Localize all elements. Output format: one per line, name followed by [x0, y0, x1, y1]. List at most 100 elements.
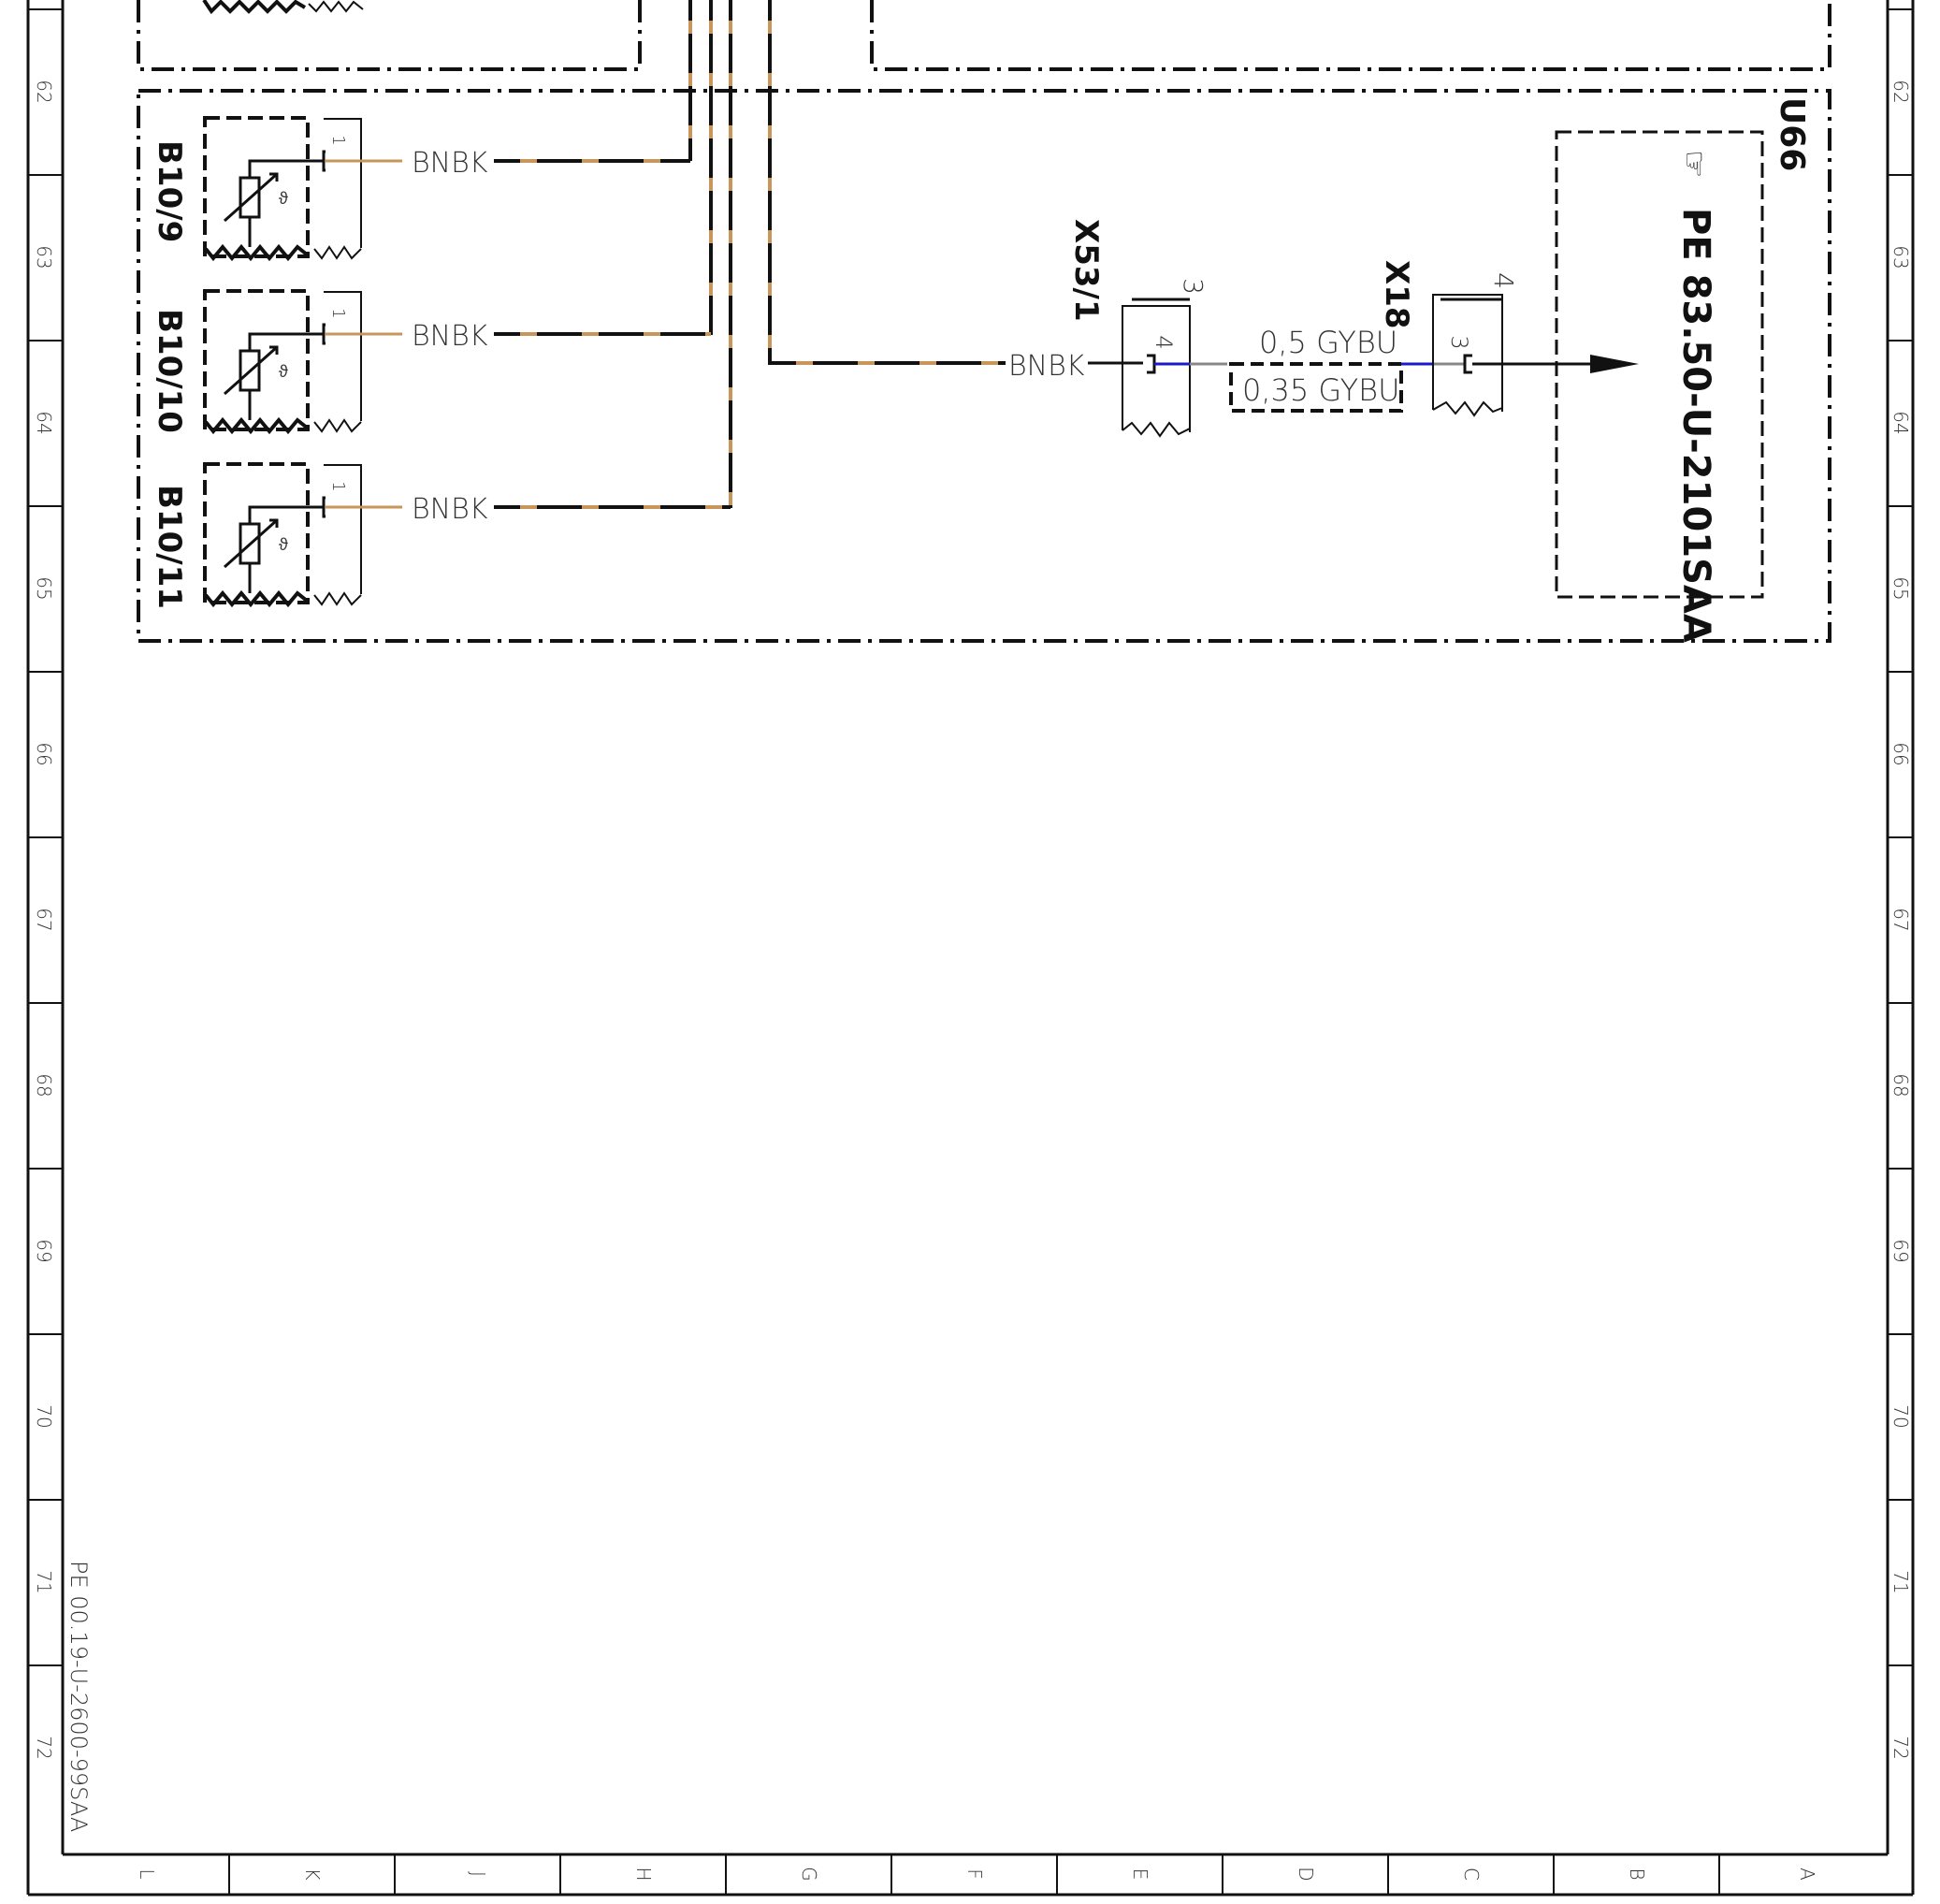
upper-zigzag — [202, 0, 364, 15]
connector-pin-top: 3 — [1178, 278, 1209, 295]
connector-x18: X18 4 3 — [1378, 260, 1519, 417]
sensor-pin: 1 — [328, 308, 348, 318]
upper-dashed-boxes — [137, 0, 1831, 71]
sensor-pin: 1 — [328, 481, 348, 491]
sensor-bracket — [324, 291, 362, 421]
column-letter: C — [1460, 1868, 1483, 1881]
row-number: 70 — [33, 1404, 55, 1428]
pin-terminal-icon — [322, 323, 326, 345]
column-letter: K — [301, 1868, 324, 1880]
column-letter: H — [632, 1867, 655, 1881]
row-number: 66 — [1889, 742, 1912, 765]
row-number: 63 — [33, 245, 55, 269]
column-letter: L — [136, 1868, 158, 1879]
sensor-theta-symbol: ϑ — [279, 189, 288, 209]
sheet-frame — [26, 0, 1915, 1897]
row-number: 70 — [1889, 1404, 1912, 1428]
connector-x53: X53/1 3 4 — [1067, 219, 1209, 438]
row-number: 72 — [33, 1736, 55, 1759]
column-letter: J — [467, 1871, 489, 1877]
row-number: 65 — [33, 576, 55, 600]
pointing-hand-icon: ☞ — [1675, 150, 1713, 178]
row-number: 68 — [33, 1073, 55, 1097]
column-letters: L K J H G F E D C B A — [136, 1867, 1818, 1882]
module-u66-label: U66 — [1773, 97, 1811, 171]
sensor-wire-label: BNBK — [412, 493, 488, 526]
sensor-pin: 1 — [328, 135, 348, 145]
sensor-theta-symbol: ϑ — [279, 535, 288, 555]
connector-zigzag — [1432, 400, 1503, 417]
thermistor-icon — [224, 159, 323, 247]
sensor-b10-10: ϑ 1 B10/10 BNBK — [151, 289, 711, 435]
thermistor-icon — [224, 505, 323, 593]
pin-terminal-icon — [322, 150, 326, 172]
reference-text: PE 83.50-U-2101SAA — [1674, 208, 1717, 643]
row-number: 67 — [33, 908, 55, 931]
row-number: 62 — [1889, 80, 1912, 103]
sensor-zigzag-small — [313, 418, 362, 433]
row-numbers-right: 62 63 64 65 66 67 68 69 70 71 72 — [1889, 80, 1912, 1759]
row-number: 69 — [1889, 1239, 1912, 1262]
sensor-zigzag-small — [313, 245, 362, 260]
wire-upper-label: 0,5 GYBU — [1259, 325, 1397, 360]
thermistor-icon — [224, 332, 323, 420]
connector-body — [1432, 294, 1503, 412]
row-number: 71 — [33, 1570, 55, 1593]
sensor-enclosure — [203, 116, 310, 258]
sensor-zigzag — [204, 243, 309, 262]
sensor-id: B10/9 — [151, 140, 188, 242]
wire-lower-label: 0,35 GYBU — [1242, 372, 1400, 408]
column-ticks — [228, 1854, 1720, 1895]
row-number: 62 — [33, 80, 55, 103]
sensor-enclosure — [203, 289, 310, 431]
column-letter: D — [1295, 1867, 1317, 1881]
row-number: 64 — [33, 411, 55, 434]
sensor-zigzag — [204, 416, 309, 435]
wire-bundle-box — [1229, 362, 1403, 413]
reference-box — [1555, 130, 1764, 599]
column-letter: G — [798, 1867, 820, 1882]
row-ticks — [28, 8, 1913, 1666]
pin-terminal-icon — [1147, 354, 1156, 374]
column-letter: A — [1796, 1868, 1818, 1881]
connector-body — [1122, 305, 1191, 432]
sensor-bracket — [324, 464, 362, 594]
module-u66-boundary — [137, 89, 1831, 643]
connector-zigzag — [1122, 421, 1191, 438]
row-number: 64 — [1889, 411, 1912, 434]
sensor-bracket — [324, 118, 362, 248]
arrow-right-icon — [1590, 355, 1639, 373]
trunk-wires — [688, 0, 772, 508]
sensor-zigzag — [204, 589, 309, 608]
connector-id: X53/1 — [1067, 219, 1105, 322]
connector-pin-inner: 3 — [1446, 335, 1472, 349]
sensor-enclosure — [203, 462, 310, 604]
row-number: 69 — [33, 1239, 55, 1262]
row-number: 63 — [1889, 245, 1912, 269]
sensor-wire-label: BNBK — [412, 320, 488, 353]
pin-terminal-icon — [322, 496, 326, 518]
sensor-b10-11: ϑ 1 B10/11 BNBK — [151, 462, 731, 609]
column-letter: B — [1626, 1868, 1648, 1880]
row-number: 71 — [1889, 1570, 1912, 1593]
sensor-id: B10/10 — [151, 309, 188, 433]
sensor-b10-9: ϑ 1 B10/9 BNBK — [151, 116, 690, 262]
sensor-zigzag-small — [313, 591, 362, 606]
row-number: 72 — [1889, 1736, 1912, 1759]
row-number: 67 — [1889, 908, 1912, 931]
x53-wire-in-label: BNBK — [1008, 350, 1085, 383]
sensor-id: B10/11 — [151, 485, 188, 609]
row-number: 68 — [1889, 1073, 1912, 1097]
row-number: 65 — [1889, 576, 1912, 600]
sensor-wire-label: BNBK — [412, 147, 488, 180]
row-number: 66 — [33, 742, 55, 765]
connector-pin-inner: 4 — [1151, 335, 1177, 349]
row-numbers-left: 62 63 64 65 66 67 68 69 70 71 72 — [33, 80, 55, 1759]
sensor-theta-symbol: ϑ — [279, 362, 288, 382]
column-letter: F — [963, 1868, 986, 1880]
connector-id: X18 — [1378, 260, 1415, 329]
sheet-id: PE 00.19-U-2600-99SAA — [65, 1561, 92, 1832]
pin-terminal-icon — [1463, 354, 1472, 374]
column-letter: E — [1129, 1868, 1151, 1881]
